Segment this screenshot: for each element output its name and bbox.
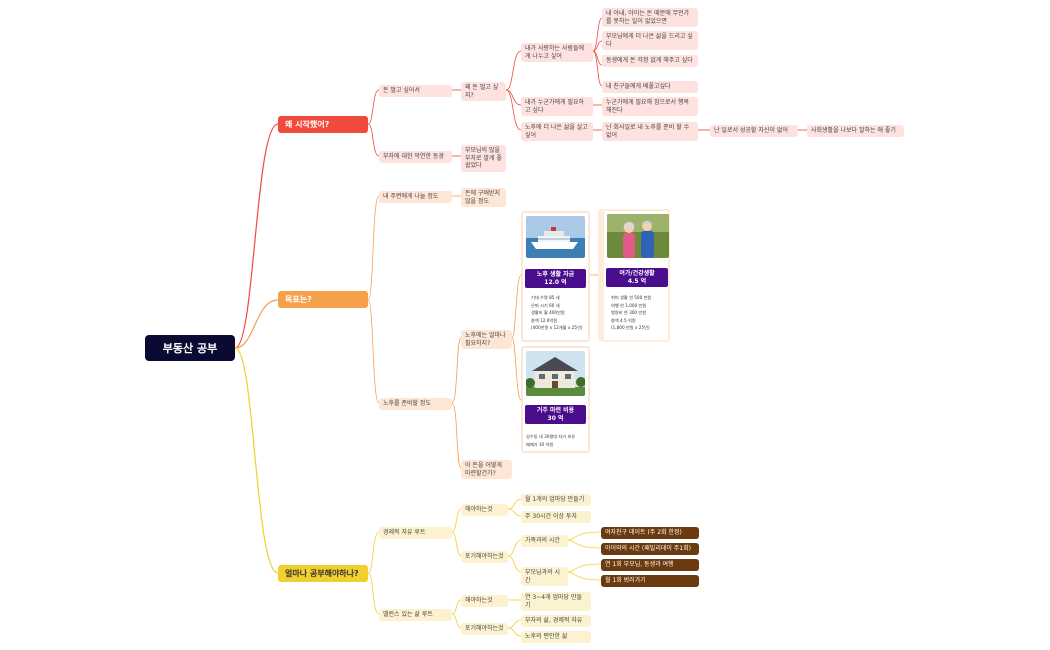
how-bal-give-item-1[interactable]: 부자의 삶, 경제적 자유 bbox=[521, 615, 591, 627]
card-leisure-detail: 취미 생활 연 500 만원 여행 연 1,000 만원 병원비 연 300 만… bbox=[611, 295, 652, 331]
how-econ-route[interactable]: 경제적 자유 루트 bbox=[379, 527, 452, 539]
how-family-item-1[interactable]: 여자친구 데이트 (주 2회 한정) bbox=[601, 527, 699, 539]
how-bal-give[interactable]: 포기해야하는것 bbox=[461, 623, 508, 635]
why-needed[interactable]: 내가 누군가에게 필요하고 싶다 bbox=[521, 97, 593, 116]
why-money[interactable]: 돈 벌고 싶어서 bbox=[379, 85, 452, 97]
cruise-ship-image bbox=[526, 216, 585, 258]
branch-why[interactable]: 왜 시작했어? bbox=[278, 116, 368, 133]
card-retire-fund[interactable]: 노후 생활 자금 12.0 억 기대 수명 85 세 은퇴 시기 60 세 생활… bbox=[521, 211, 590, 342]
why-better-2[interactable]: 난 일로서 성공할 자신이 없어 bbox=[710, 125, 798, 137]
card-housing-title: 거주 마련 비용 30 억 bbox=[525, 405, 586, 424]
how-bal-give-item-2[interactable]: 노후의 편안한 삶 bbox=[521, 631, 591, 643]
why-share-item-2[interactable]: 부모님에게 더 나은 삶을 드리고 싶다 bbox=[602, 31, 698, 50]
goal-around-item[interactable]: 돈에 구애받지 않을 정도 bbox=[461, 188, 506, 207]
goal-how-get[interactable]: 이 돈을 어떻게 마련할건가? bbox=[461, 460, 512, 479]
why-share-item-4[interactable]: 내 친구들에게 베풀고싶다 bbox=[602, 81, 698, 93]
card-leisure-title: 여가/건강생활 4.5 억 bbox=[606, 268, 668, 287]
how-family-item-2[interactable]: 아이와의 시간 (패밀리데이 주1회) bbox=[601, 543, 699, 555]
card-retire-fund-title: 노후 생활 자금 12.0 억 bbox=[525, 269, 586, 288]
how-econ-give[interactable]: 포기해야하는것 bbox=[461, 551, 508, 563]
why-anxiety-item[interactable]: 부모님의 많을 부자로 말게 좋 쉽었다 bbox=[461, 145, 506, 172]
how-econ-do-item-1[interactable]: 월 1개의 업마당 만들기 bbox=[521, 494, 591, 506]
goal-retire[interactable]: 노후를 준비할 정도 bbox=[379, 398, 452, 410]
why-share[interactable]: 내가 사랑하는 사람들에게 나누고 싶어 bbox=[521, 43, 593, 62]
card-leisure[interactable]: 여가/건강생활 4.5 억 취미 생활 연 500 만원 여행 연 1,000 … bbox=[602, 209, 670, 342]
how-econ-do[interactable]: 해야하는것 bbox=[461, 504, 508, 516]
why-money-reason[interactable]: 왜 돈 벌고 싶지? bbox=[461, 82, 506, 101]
branch-how[interactable]: 얼마나 공부해야하나? bbox=[278, 565, 368, 582]
how-parents[interactable]: 부모님과의 시간 bbox=[521, 567, 568, 586]
card-housing-detail: 성수동 내 30평대 자가 보유 매매가 30 억원 bbox=[526, 434, 576, 447]
why-better[interactable]: 노후에 더 나은 삶을 살고 싶어 bbox=[521, 122, 593, 141]
card-retire-fund-detail: 기대 수명 85 세 은퇴 시기 60 세 생활비 월 400만원 총액 12.… bbox=[531, 295, 583, 331]
why-better-3[interactable]: 사회생활을 나보다 잘하는 애 좋기 bbox=[807, 125, 904, 137]
seniors-image bbox=[607, 214, 669, 258]
card-housing[interactable]: 거주 마련 비용 30 억 성수동 내 30평대 자가 보유 매매가 30 억원 bbox=[521, 346, 590, 453]
how-balance-route[interactable]: 밸런스 있는 삶 루트 bbox=[379, 609, 452, 621]
why-share-item-1[interactable]: 내 아내, 아이는 돈 때문에 무언가를 못하는 일이 없었으면 bbox=[602, 8, 698, 27]
root-node[interactable]: 부동산 공부 bbox=[145, 335, 235, 361]
why-better-1[interactable]: 난 회사일로 내 노후를 준비 할 수 없어 bbox=[602, 122, 698, 141]
how-bal-do-item[interactable]: 연 3~4개 업마당 만들기 bbox=[521, 592, 591, 611]
goal-around[interactable]: 내 주변에게 나눌 정도 bbox=[379, 191, 452, 203]
how-parents-item-2[interactable]: 월 1회 뵈러가기 bbox=[601, 575, 699, 587]
how-parents-item-1[interactable]: 연 1회 부모님, 동생과 여행 bbox=[601, 559, 699, 571]
branch-goal[interactable]: 목표는? bbox=[278, 291, 368, 308]
how-econ-do-item-2[interactable]: 주 30시간 이상 투자 bbox=[521, 511, 591, 523]
goal-how-much[interactable]: 노후에는 얼마나 필요하지? bbox=[461, 330, 512, 349]
how-family[interactable]: 가족과의 시간 bbox=[521, 535, 568, 547]
house-image bbox=[526, 351, 585, 396]
why-anxiety[interactable]: 부자에 대한 막연한 동경 bbox=[379, 151, 452, 163]
why-share-item-3[interactable]: 동생에게 돈 걱정 없게 해주고 싶다 bbox=[602, 55, 698, 67]
how-bal-do[interactable]: 해야하는것 bbox=[461, 595, 508, 607]
why-needed-item[interactable]: 누군가에게 필요해 짐으로서 행복해진다 bbox=[602, 97, 698, 116]
